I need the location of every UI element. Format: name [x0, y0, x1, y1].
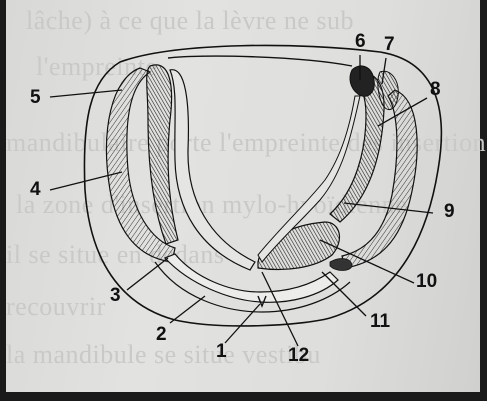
- leader-line-3: [127, 258, 168, 290]
- label-1: 1: [216, 342, 227, 361]
- label-6: 6: [355, 32, 366, 51]
- leader-line-11: [322, 272, 366, 316]
- leader-line-2: [170, 296, 205, 323]
- label-11: 11: [370, 312, 390, 331]
- label-4: 4: [30, 180, 41, 199]
- mandibular-impression-drawing: [6, 0, 480, 392]
- label-5: 5: [30, 88, 41, 107]
- leader-line-1: [225, 304, 260, 343]
- label-10: 10: [416, 272, 437, 291]
- label-2: 2: [156, 325, 167, 344]
- right-retromolar-pad: [350, 66, 374, 96]
- left-lingual-slope: [170, 70, 255, 270]
- paper-page: lâche) à ce que la lèvre ne sub l'emprei…: [6, 0, 480, 392]
- left-ridge-crest: [147, 65, 178, 244]
- label-9: 9: [444, 202, 455, 221]
- label-8: 8: [430, 80, 441, 99]
- label-3: 3: [110, 286, 121, 305]
- lingual-border: [168, 56, 352, 66]
- leader-line-5: [50, 90, 122, 97]
- label-7: 7: [384, 35, 395, 54]
- label-12: 12: [288, 346, 309, 365]
- right-buccal-mark: [330, 259, 352, 271]
